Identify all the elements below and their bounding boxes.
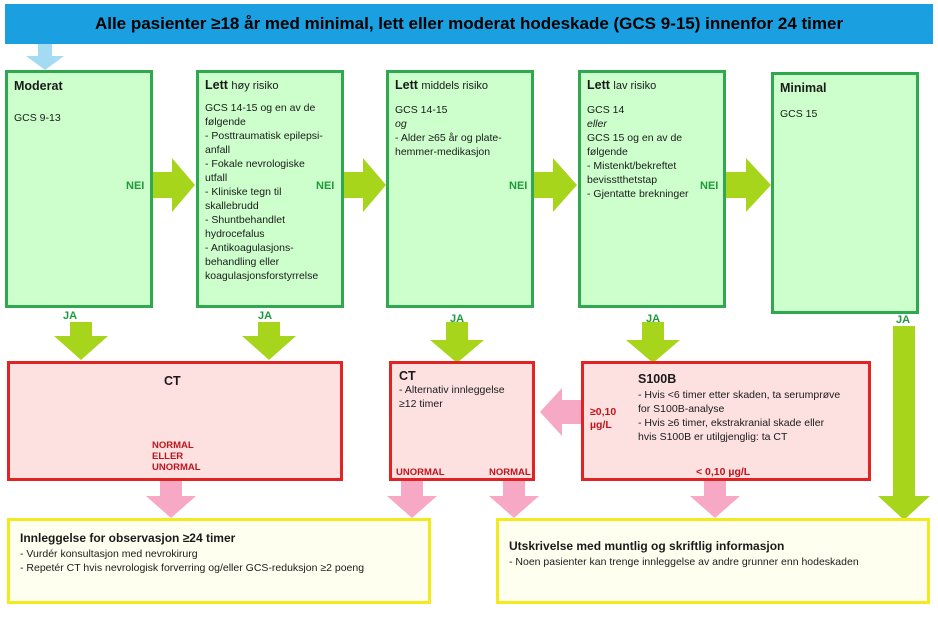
box-innleggelse: Innleggelse for observasjon ≥24 timer - …: [7, 518, 431, 604]
nei-arrow-1: [152, 158, 195, 212]
lett-hoy-line: - Shuntbehandlet: [205, 214, 285, 226]
ct-to-innleggelse-arrow: [146, 480, 196, 518]
s100b-low: < 0,10 µg/L: [696, 466, 751, 478]
ja-label-4: JA: [646, 313, 661, 325]
lett-lav-line: GCS 14: [587, 104, 625, 116]
lett-hoy-line: anfall: [205, 144, 231, 156]
header-down-arrow: [26, 44, 64, 70]
nei-arrow-4: [726, 158, 771, 212]
nei-arrow-3: [533, 158, 577, 212]
lett-middels-line: og: [395, 118, 407, 130]
box-s100b: S100B - Hvis <6 timer etter skaden, ta s…: [581, 361, 871, 481]
lett-lav-line: eller: [587, 118, 607, 130]
lett-hoy-line: - Fokale nevrologiske: [205, 158, 305, 170]
lett-middels-line: hemmer-medikasjon: [395, 146, 491, 158]
ja-label-1: JA: [63, 310, 78, 322]
lett-hoy-line: - Kliniske tegn til: [205, 186, 282, 198]
ja-arrow-5: [878, 326, 930, 520]
lett-hoy-line: utfall: [205, 172, 228, 184]
ct-left-title: CT: [164, 374, 181, 388]
ct-left-result: NORMAL ELLER UNORMAL: [152, 440, 201, 473]
innleggelse-line: - Vurdér konsultasjon med nevrokirurg: [20, 548, 198, 560]
ct-mid-line: ≥12 timer: [399, 398, 443, 410]
ja-arrow-2: [242, 322, 296, 360]
ja-label-2: JA: [258, 310, 273, 322]
s100b-high-arrow: [540, 388, 582, 436]
box-utskrivelse: Utskrivelse med muntlig og skriftlig inf…: [496, 518, 930, 604]
ja-label-3: JA: [450, 313, 465, 325]
lett-hoy-line: - Antikoagulasjons-: [205, 242, 294, 254]
moderat-line: GCS 9-13: [14, 112, 61, 124]
header-title: Alle pasienter ≥18 år med minimal, lett …: [5, 4, 933, 44]
ja-arrow-3: [430, 322, 484, 363]
lett-lav-line: GCS 15 og en av de: [587, 132, 683, 144]
lett-hoy-line: skallebrudd: [205, 200, 259, 212]
ct-mid-unormal: UNORMAL: [396, 467, 445, 478]
ct-unormal-arrow: [387, 480, 437, 518]
nei-label-3: NEI: [509, 180, 528, 192]
utskrivelse-line: - Noen pasienter kan trenge innleggelse …: [509, 556, 859, 568]
box-minimal: Minimal GCS 15: [771, 72, 919, 314]
box-moderat: Moderat GCS 9-13: [5, 70, 153, 308]
lett-lav-line: følgende: [587, 146, 628, 158]
lett-hoy-line: koagulasjonsforstyrrelse: [205, 270, 319, 282]
utskrivelse-title: Utskrivelse med muntlig og skriftlig inf…: [509, 539, 785, 553]
ct-normal-arrow: [489, 480, 539, 518]
lett-hoy-line: følgende: [205, 116, 246, 128]
nei-label-4: NEI: [700, 180, 719, 192]
minimal-line: GCS 15: [780, 108, 818, 120]
lett-lav-line: bevisstthetstap: [587, 174, 658, 186]
s100b-low-arrow: [690, 480, 740, 518]
ct-mid-title: CT: [399, 369, 416, 383]
nei-label-1: NEI: [126, 180, 145, 192]
lett-lav-title: Lett lav risiko: [587, 78, 657, 92]
lett-hoy-line: hydrocefalus: [205, 228, 265, 240]
innleggelse-title: Innleggelse for observasjon ≥24 timer: [20, 531, 236, 545]
box-lett-hoy-risiko: Lett høy risiko GCS 14-15 og en av de fø…: [196, 70, 344, 308]
ja-arrow-4: [626, 322, 680, 363]
s100b-text: - Hvis <6 timer etter skaden, ta serumpr…: [638, 389, 841, 443]
s100b-title: S100B: [638, 372, 677, 386]
box-lett-middels-risiko: Lett middels risiko GCS 14-15 og - Alder…: [386, 70, 534, 308]
ct-mid-line: - Alternativ innleggelse: [399, 384, 505, 396]
nei-label-2: NEI: [316, 180, 335, 192]
ct-mid-normal: NORMAL: [489, 467, 531, 478]
s100b-high: ≥0,10 µg/L: [590, 406, 617, 431]
nei-arrow-2: [343, 158, 386, 212]
lett-lav-line: - Mistenkt/bekreftet: [587, 160, 677, 172]
lett-lav-line: - Gjentatte brekninger: [587, 188, 689, 200]
lett-middels-line: - Alder ≥65 år og plate-: [395, 132, 502, 144]
box-ct-left: CT NORMAL ELLER UNORMAL: [7, 361, 343, 481]
lett-hoy-line: - Posttraumatisk epilepsi-: [205, 130, 323, 142]
ja-arrow-1: [54, 322, 108, 360]
lett-hoy-line: GCS 14-15 og en av de: [205, 102, 316, 114]
box-ct-mid: CT - Alternativ innleggelse ≥12 timer UN…: [389, 361, 535, 481]
innleggelse-line: - Repetér CT hvis nevrologisk forverring…: [20, 562, 365, 574]
minimal-title: Minimal: [780, 81, 827, 95]
box-lett-lav-risiko: Lett lav risiko GCS 14 eller GCS 15 og e…: [578, 70, 726, 308]
lett-hoy-title: Lett høy risiko: [205, 78, 279, 92]
lett-middels-title: Lett middels risiko: [395, 78, 489, 92]
lett-hoy-line: behandling eller: [205, 256, 280, 268]
moderat-title: Moderat: [14, 79, 63, 93]
ja-label-5: JA: [896, 314, 911, 326]
lett-middels-line: GCS 14-15: [395, 104, 448, 116]
